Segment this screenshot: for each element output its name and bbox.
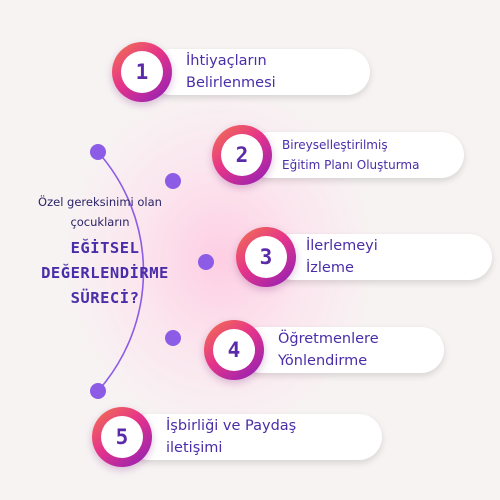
timeline-dot-2: [165, 173, 181, 189]
step-1-badge: 1: [112, 42, 172, 102]
headline: EĞİTSEL DEĞERLENDİRME SÜRECİ?: [10, 236, 200, 311]
step-3-number: 3: [245, 236, 287, 278]
step-4-badge: 4: [204, 320, 264, 380]
step-2-number: 2: [221, 134, 263, 176]
step-1: İhtiyaçların Belirlenmesi 1: [112, 42, 370, 102]
step-5-card: [126, 414, 382, 460]
step-5-label: İşbirliği ve Paydaş iletişimi: [166, 418, 297, 456]
step-4-number: 4: [213, 329, 255, 371]
step-3: İlerlemeyi İzleme 3: [236, 227, 492, 287]
step-1-card: [148, 49, 370, 95]
timeline-dot-3: [198, 254, 214, 270]
step-4-label: Öğretmenlere Yönlendirme: [278, 331, 379, 369]
step-5-number: 5: [101, 416, 143, 458]
step-4: Öğretmenlere Yönlendirme 4: [204, 320, 444, 380]
headline-line-2: DEĞERLENDİRME: [41, 264, 169, 282]
step-3-label: İlerlemeyi İzleme: [306, 238, 378, 276]
headline-line-1: EĞİTSEL: [70, 239, 140, 257]
step-2-badge: 2: [212, 125, 272, 185]
step-1-label: İhtiyaçların Belirlenmesi: [186, 53, 276, 91]
step-3-card: [270, 234, 492, 280]
intro-line-1: Özel gereksinimi olan: [38, 195, 162, 209]
step-2: Bireyselleştirilmiş Eğitim Planı Oluştur…: [212, 125, 464, 185]
timeline-arc: [97, 151, 145, 392]
headline-line-3: SÜRECİ?: [70, 289, 140, 307]
timeline-dot-4: [165, 330, 181, 346]
step-5-badge: 5: [92, 407, 152, 467]
timeline-dot-1: [90, 144, 106, 160]
step-2-card: [246, 132, 464, 178]
intro-line-2: çocukların: [70, 215, 130, 229]
step-3-badge: 3: [236, 227, 296, 287]
step-4-card: [238, 327, 444, 373]
step-2-label: Bireyselleştirilmiş Eğitim Planı Oluştur…: [282, 138, 420, 172]
timeline-dot-5: [90, 383, 106, 399]
step-5: İşbirliği ve Paydaş iletişimi 5: [92, 407, 382, 467]
step-1-number: 1: [121, 51, 163, 93]
intro-text: Özel gereksinimi olan çocukların: [20, 192, 180, 232]
